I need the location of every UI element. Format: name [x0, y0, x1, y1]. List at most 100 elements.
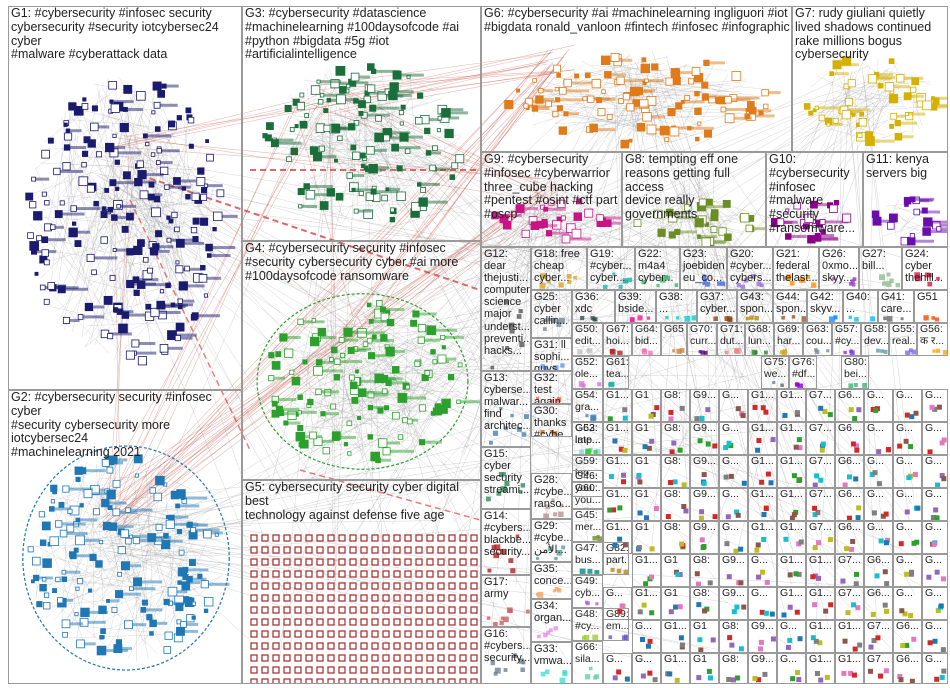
node: [261, 618, 269, 626]
mini-group-panel: G...: [864, 389, 893, 422]
node: [459, 618, 467, 626]
intra-edge: [145, 508, 166, 608]
inter-group-edge: [663, 218, 911, 520]
node: [667, 108, 676, 117]
node: [872, 470, 878, 476]
node: [903, 438, 909, 444]
node: [898, 541, 904, 547]
node-tag: [180, 336, 193, 340]
node: [643, 515, 649, 520]
group-panel-g1: G1: #cybersecurity #infosec security cyb…: [8, 6, 242, 390]
g12-cluster: [490, 300, 525, 370]
node: [96, 151, 103, 158]
node: [430, 411, 436, 416]
node: [206, 253, 212, 258]
intra-edge: [657, 72, 687, 100]
mini-group-panel: G6...: [864, 587, 893, 620]
mini-cluster: [642, 438, 655, 451]
mini-group-panel: G7...: [864, 653, 893, 684]
node-tag: [460, 400, 480, 404]
g6-cluster: [504, 52, 781, 149]
node: [283, 606, 291, 614]
intra-edge: [124, 168, 164, 287]
intra-edge: [44, 216, 186, 294]
group-panel-g43: G43: spon...: [737, 290, 773, 323]
node: [582, 96, 588, 102]
node: [36, 601, 43, 608]
node: [81, 162, 87, 168]
node: [545, 504, 551, 510]
node: [881, 281, 887, 286]
node: [840, 578, 846, 584]
node: [756, 281, 762, 287]
node-tag: [611, 221, 621, 225]
intra-edge: [289, 346, 342, 447]
node: [368, 318, 374, 324]
intra-edge: [356, 414, 363, 446]
node: [731, 609, 737, 615]
node: [470, 558, 478, 566]
node: [112, 508, 121, 517]
node: [404, 630, 412, 638]
intra-edge: [96, 238, 129, 304]
node: [563, 111, 569, 117]
intra-edge: [365, 131, 374, 149]
node: [498, 472, 504, 477]
node: [606, 114, 613, 120]
node: [724, 316, 730, 322]
node: [750, 273, 756, 279]
node: [702, 281, 706, 285]
mini-cluster: [904, 505, 921, 515]
node: [577, 349, 583, 355]
node: [932, 638, 938, 644]
node: [696, 234, 702, 239]
node: [175, 238, 185, 248]
node: [927, 273, 932, 278]
node-tag: [120, 204, 137, 208]
node: [553, 626, 558, 631]
node: [327, 654, 335, 662]
node: [261, 558, 269, 566]
node: [327, 606, 335, 614]
node-tag: [424, 440, 442, 444]
node: [705, 441, 711, 447]
node: [504, 480, 510, 487]
node: [272, 558, 280, 566]
node: [459, 606, 467, 614]
node: [266, 122, 274, 130]
intra-edge: [701, 223, 719, 237]
node: [703, 350, 708, 355]
node: [305, 558, 313, 566]
inter-group-edge: [134, 443, 701, 542]
node: [437, 594, 445, 602]
intra-edge: [268, 132, 336, 138]
node: [810, 574, 816, 580]
node: [519, 341, 525, 347]
inter-group-edge: [331, 97, 336, 581]
inter-group-edge: [603, 95, 649, 425]
node-tag: [611, 73, 627, 77]
node-tag: [818, 106, 842, 110]
node: [791, 473, 797, 479]
node: [338, 678, 346, 683]
node: [584, 674, 591, 680]
node-tag: [138, 341, 156, 345]
node: [283, 558, 291, 566]
mini-group-panel: G1...: [748, 521, 777, 554]
node: [899, 608, 905, 614]
node: [856, 407, 862, 413]
node-tag: [940, 223, 947, 227]
node: [584, 507, 589, 508]
mini-group-panel: G7...: [806, 455, 835, 488]
node: [801, 316, 806, 322]
node: [34, 271, 39, 276]
node: [66, 524, 75, 533]
node-tag: [212, 246, 236, 250]
node: [763, 350, 768, 355]
node: [117, 571, 122, 577]
mini-group-panel: G...: [893, 587, 922, 620]
g37-cluster: [713, 316, 733, 322]
node: [832, 277, 836, 281]
node: [909, 196, 916, 203]
node: [889, 123, 895, 129]
